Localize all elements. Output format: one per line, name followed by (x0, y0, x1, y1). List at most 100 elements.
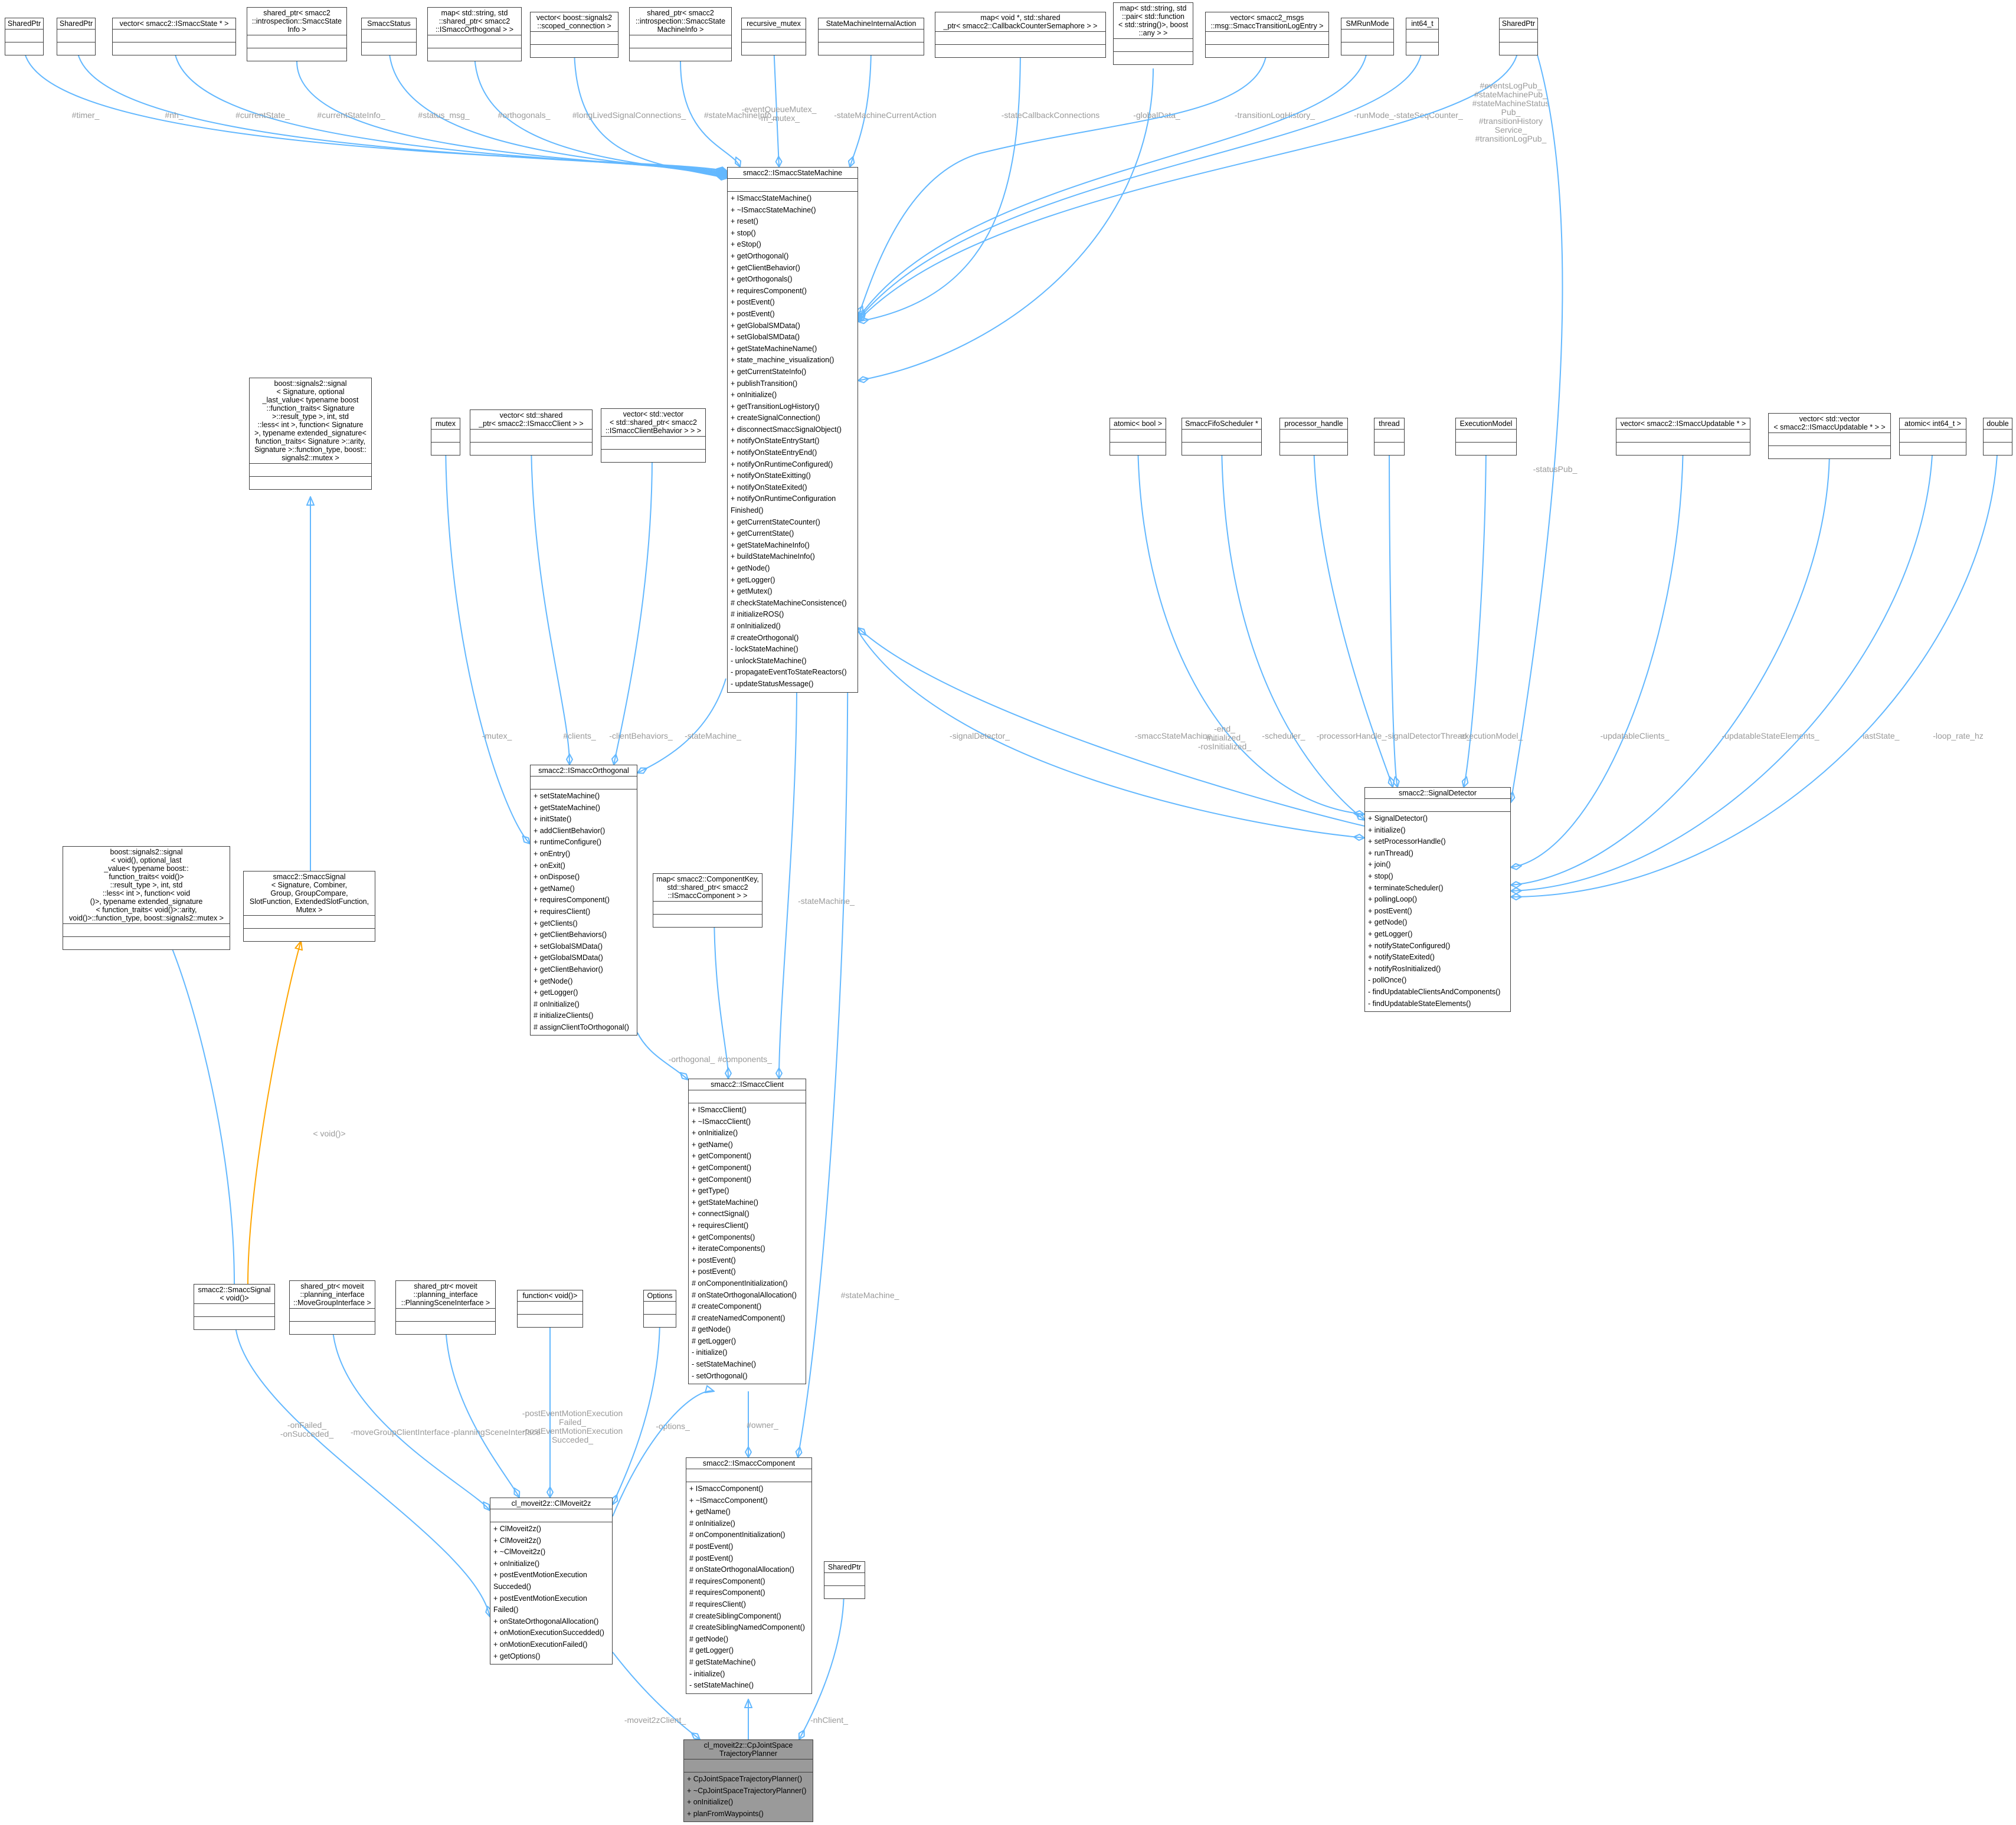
edge-label: -stateMachine_ (798, 896, 855, 906)
class-name: SharedPtr (1501, 19, 1536, 28)
edge-status-pub (1511, 44, 1563, 802)
edge-smacc-sm (858, 631, 1364, 838)
member: + getComponent() (692, 1175, 752, 1184)
member: + addClientBehavior() (534, 826, 606, 835)
edge-label: #currentStateInfo_ (317, 110, 385, 120)
member: + getType() (692, 1187, 729, 1195)
member: # getLogger() (689, 1646, 734, 1655)
member: + getTransitionLogHistory() (731, 402, 820, 411)
edge-inherit-boost-signal-void (158, 920, 235, 1285)
member-list: + SignalDetector()+ initialize()+ setPro… (1365, 811, 1510, 1011)
class-name: SharedPtr (59, 19, 93, 28)
edge-label: #owner_ (747, 1420, 778, 1430)
class-name: SmaccStatus (367, 19, 411, 28)
edge-moveit-client (612, 1652, 700, 1739)
member: + notifyOnRuntimeConfiguration Finished(… (731, 494, 836, 515)
class-node-vector-smacc-state: vector< smacc2::ISmaccState * > (112, 18, 236, 55)
class-name: smacc2::SmaccSignal < Signature, Combine… (249, 873, 369, 914)
member: + postEvent() (692, 1256, 736, 1264)
class-name: shared_ptr< smacc2 ::introspection::Smac… (635, 9, 726, 34)
edge-label: #stateMachine_ (841, 1290, 899, 1300)
member: # onStateOrthogonalAllocation() (689, 1565, 794, 1574)
member: # onInitialized() (731, 621, 781, 630)
member: + onInitialize() (687, 1798, 734, 1807)
member: + initialize() (1368, 825, 1406, 834)
member: + postEvent() (692, 1267, 736, 1276)
member: # getNode() (692, 1325, 731, 1334)
member: - unlockStateMachine() (731, 656, 807, 665)
class-node-shared-ptr-nh-client: SharedPtr (824, 1561, 865, 1599)
class-node-vector-client-behaviors: vector< std::vector < std::shared_ptr< s… (601, 408, 706, 463)
class-node-map-components: map< smacc2::ComponentKey, std::shared_p… (653, 873, 762, 928)
member: + pollingLoop() (1368, 895, 1418, 904)
member: + requiresClient() (692, 1221, 749, 1230)
class-name: SMRunMode (1346, 19, 1389, 28)
member: - findUpdatableStateElements() (1368, 999, 1471, 1008)
member: - initialize() (689, 1669, 725, 1678)
class-node-thread: thread (1374, 418, 1405, 456)
member: + onMotionExecutionFailed() (493, 1640, 588, 1649)
member: + onStateOrthogonalAllocation() (493, 1617, 599, 1626)
member: + initState() (534, 815, 572, 824)
edge-long-lived (574, 45, 727, 178)
class-name: shared_ptr< smacc2 ::introspection::Smac… (251, 9, 342, 34)
member: + notifyRosInitialized() (1368, 964, 1441, 973)
class-name: boost::signals2::signal < void(), option… (69, 848, 224, 922)
member: + ~ISmaccStateMachine() (731, 205, 816, 214)
class-name: smacc2::SignalDetector (1398, 789, 1477, 797)
class-node-processor-handle: processor_handle (1279, 418, 1348, 456)
edge-comp-sm (798, 625, 849, 1457)
class-name: vector< std::shared _ptr< smacc2::ISmacc… (479, 411, 584, 428)
edge-label: -stateMachine_ (685, 731, 741, 741)
member: + getComponent() (692, 1163, 752, 1172)
member: + publishTransition() (731, 379, 798, 388)
edge-label: #stateMachineInfo_ (704, 110, 776, 120)
member: # createComponent() (692, 1302, 762, 1311)
edge-timer (23, 44, 727, 171)
edge-clients (531, 435, 570, 765)
edge-template-smacc-signal (247, 941, 301, 1285)
edge-label: -stateMachineCurrentAction (834, 110, 937, 120)
class-name: atomic< bool > (1114, 420, 1162, 428)
member: + runtimeConfigure() (534, 838, 601, 847)
member: + onInitialize() (731, 391, 777, 399)
class-node-vector-transition-log: vector< smacc2_msgs ::msg::SmaccTransiti… (1205, 12, 1329, 58)
member: # initializeClients() (534, 1011, 594, 1020)
member: + onEntry() (534, 849, 571, 858)
class-name: map< void *, std::shared _ptr< smacc2::C… (943, 14, 1098, 30)
member: + postEvent() (1368, 906, 1412, 915)
edge-current-action (850, 44, 872, 167)
member: + ClMoveit2z() (493, 1536, 541, 1545)
member: + state_machine_visualization() (731, 356, 834, 365)
class-name: SharedPtr (7, 19, 41, 28)
class-node-smacc-status: SmaccStatus (361, 18, 417, 55)
member: # createSiblingNamedComponent() (689, 1623, 805, 1632)
member: + notifyOnRuntimeConfigured() (731, 460, 833, 468)
class-name: function< void()> (522, 1292, 578, 1300)
member: # postEvent() (689, 1542, 734, 1551)
member: + getOrthogonals() (731, 275, 793, 284)
class-node-mutex: mutex (431, 418, 460, 456)
class-node-shared-ptr-move-group: shared_ptr< moveit ::planning_interface … (289, 1280, 375, 1335)
edge-processor-handle (1313, 435, 1393, 787)
edge-run-mode (858, 44, 1368, 319)
member: + postEvent() (731, 298, 775, 307)
member: + notifyOnStateExitting() (731, 471, 811, 480)
member: + getStateMachineInfo() (731, 540, 810, 549)
class-name: int64_t (1411, 19, 1434, 28)
edge-nh (76, 44, 727, 172)
edge-pubs (858, 44, 1519, 321)
edge-label: #clients_ (563, 731, 595, 741)
edge-label: -mutex_ (482, 731, 512, 741)
member: + getStateMachine() (534, 803, 600, 812)
member: + notifyOnStateEntryStart() (731, 437, 820, 445)
class-node-cl-moveit2z: cl_moveit2z::ClMoveit2z + ClMoveit2z()+ … (490, 1498, 613, 1665)
member: + createSignalConnection() (731, 414, 820, 422)
member: + getLogger() (534, 988, 578, 997)
class-name: shared_ptr< moveit ::planning_interface … (293, 1282, 371, 1307)
class-name: vector< boost::signals2 ::scoped_connect… (536, 14, 613, 30)
member: # requiresComponent() (689, 1588, 765, 1597)
member: + getGlobalSMData() (534, 954, 603, 962)
class-name: Options (647, 1292, 673, 1300)
member: + postEventMotionExecution Failed() (493, 1594, 587, 1614)
